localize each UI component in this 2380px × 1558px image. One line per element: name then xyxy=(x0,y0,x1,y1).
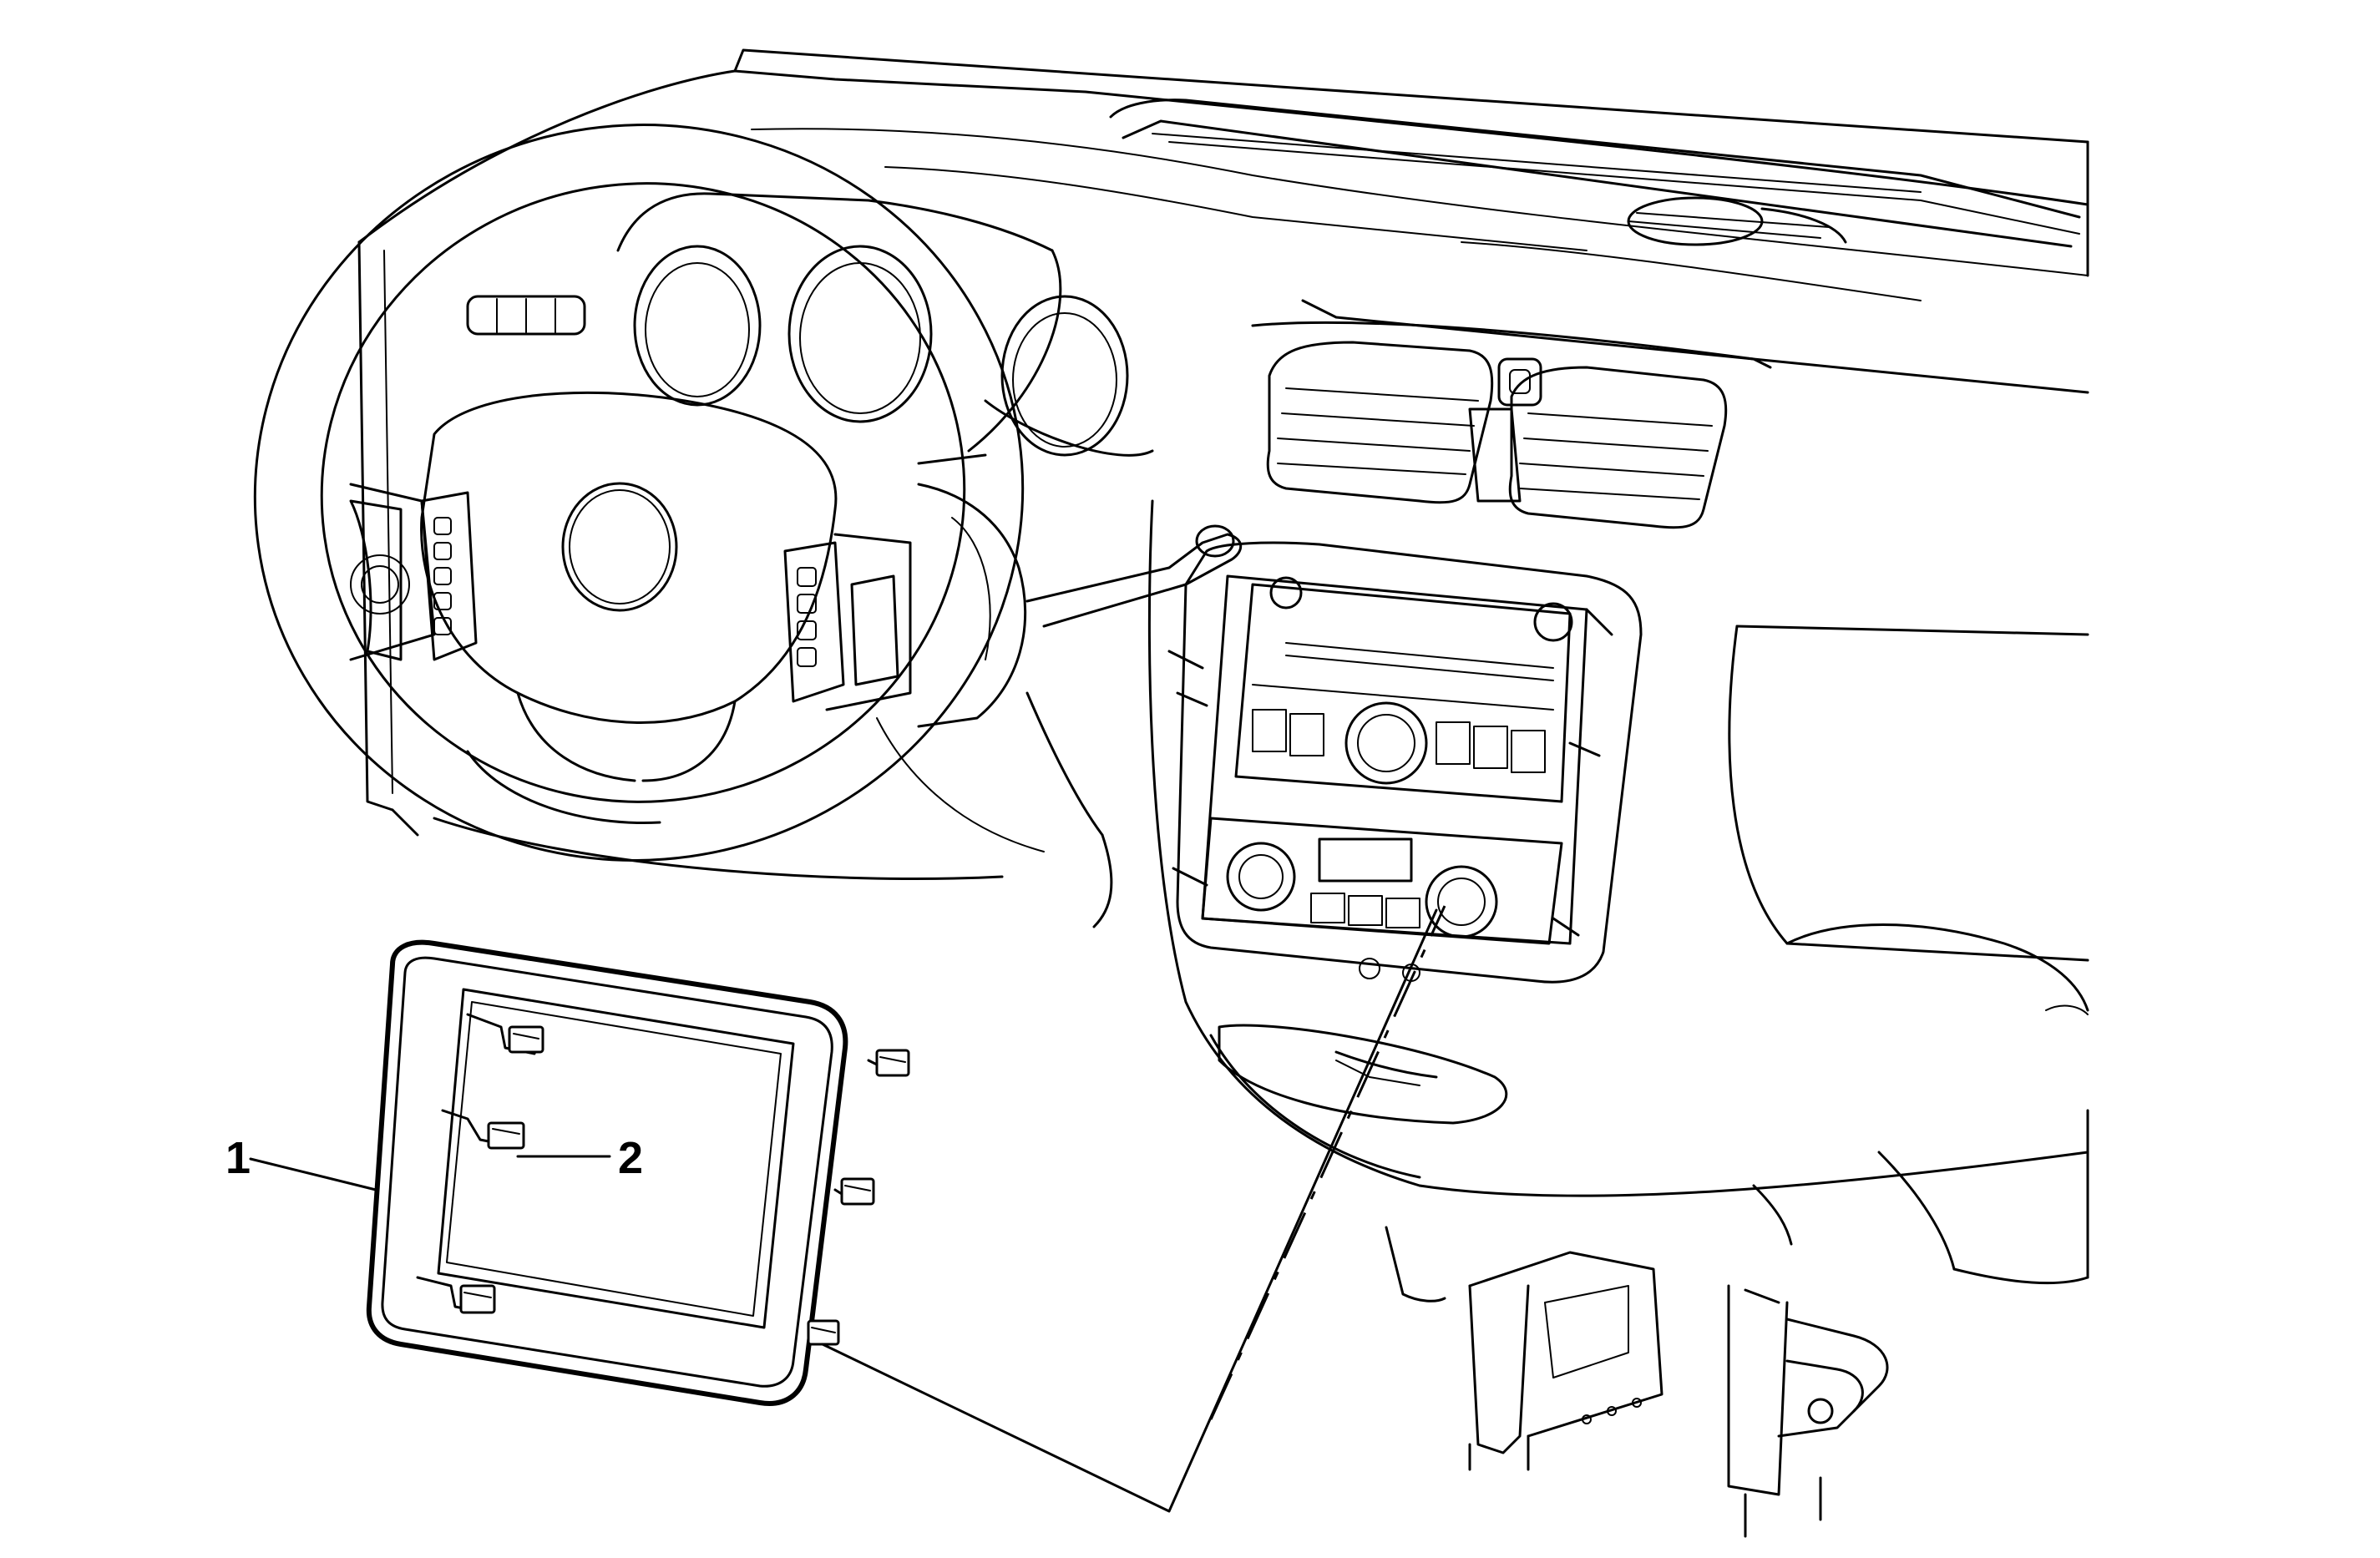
hazard-switch xyxy=(1497,357,1542,407)
callout-1: 1 xyxy=(225,1133,377,1191)
clip xyxy=(416,1276,496,1314)
installation-guide-lines xyxy=(821,905,1446,1513)
callout-1-leader xyxy=(249,1157,377,1191)
clip xyxy=(441,1109,525,1150)
radio-hvac-stack xyxy=(1167,541,1643,984)
clip xyxy=(867,1049,910,1077)
clip xyxy=(833,1177,875,1206)
callout-1-label: 1 xyxy=(225,1133,251,1183)
left-gauge xyxy=(633,245,762,407)
right-gauge xyxy=(1000,295,1129,457)
dashboard-top xyxy=(357,48,2089,394)
hvac-right-knob xyxy=(1425,865,1498,938)
callout-2: 2 xyxy=(516,1133,643,1183)
dashboard-left xyxy=(357,240,419,837)
glove-box-handle xyxy=(1218,1024,1508,1125)
steering-wheel xyxy=(253,124,1243,928)
dashboard-lower-right xyxy=(1147,499,2089,1285)
trim-plate-outer xyxy=(366,939,848,1406)
center-air-vents xyxy=(1251,321,1772,529)
center-line xyxy=(1209,905,1446,1420)
radio-faceplate xyxy=(1234,583,1572,803)
instrument-cluster xyxy=(616,192,1154,465)
callout-2-label: 2 xyxy=(618,1133,643,1183)
trim-plate-opening xyxy=(437,988,795,1329)
horn-emblem xyxy=(561,482,678,612)
hvac-left-knob xyxy=(1226,842,1296,912)
lower-support-brackets xyxy=(1385,1226,1889,1538)
clip xyxy=(466,1013,544,1055)
trim-plate xyxy=(366,939,848,1406)
radio-volume-knob xyxy=(1344,701,1428,785)
clip xyxy=(807,1319,840,1346)
retaining-clips xyxy=(416,1013,910,1346)
center-gauge xyxy=(787,245,933,423)
hvac-display xyxy=(1318,837,1413,883)
